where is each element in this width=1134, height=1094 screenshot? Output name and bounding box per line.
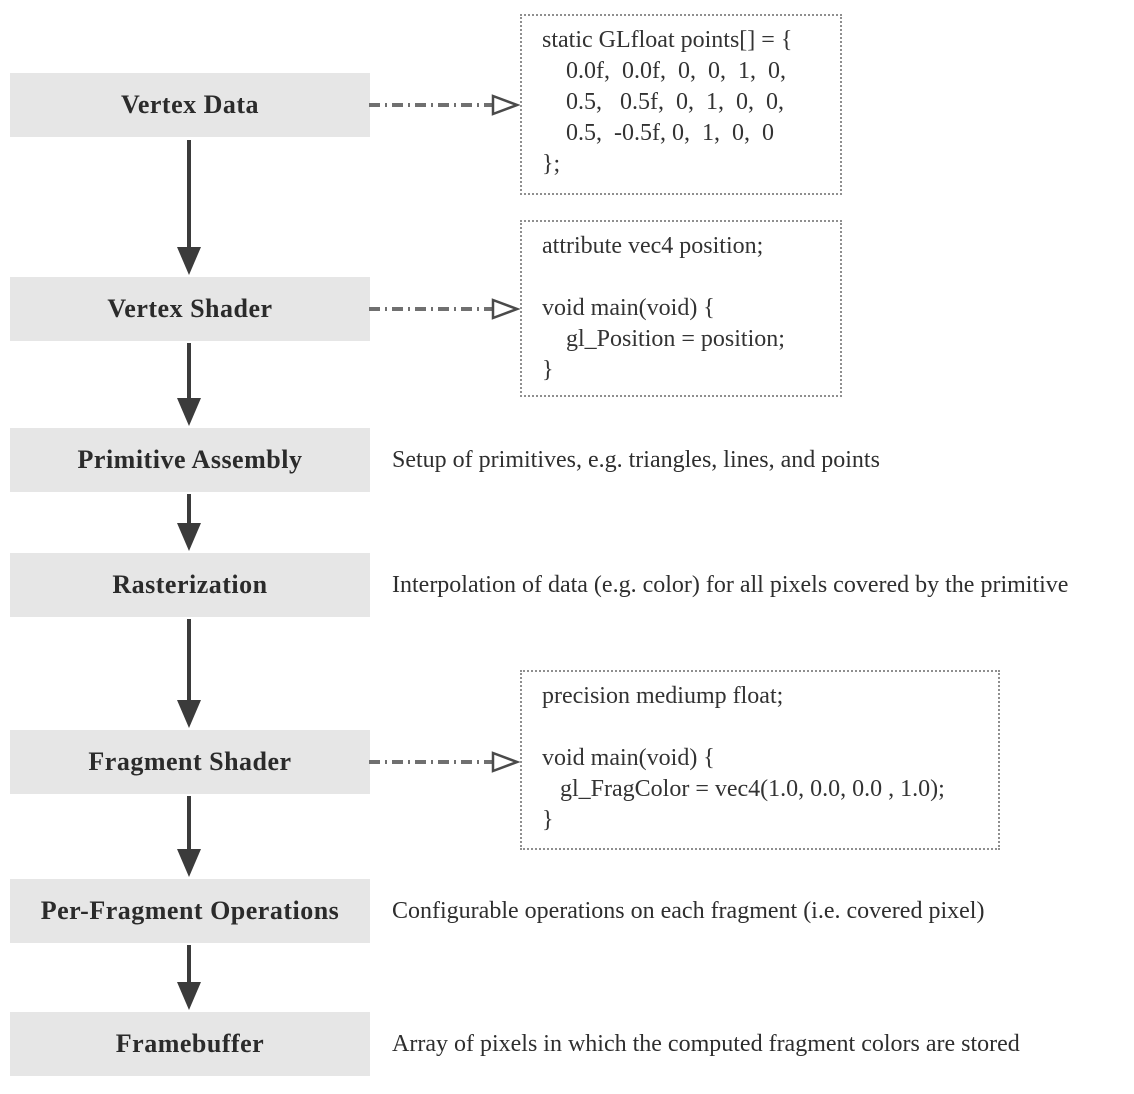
dash-dot-arrow-icon [369, 296, 520, 322]
code-line: gl_FragColor = vec4(1.0, 0.0, 0.0 , 1.0)… [542, 776, 945, 802]
stage-box-per-fragment-operations: Per-Fragment Operations [10, 879, 370, 943]
code-box-vertex-shader: attribute vec4 position; void main(void)… [520, 220, 842, 397]
stage-box-framebuffer: Framebuffer [10, 1012, 370, 1076]
stage-box-primitive-assembly: Primitive Assembly [10, 428, 370, 492]
code-line [542, 712, 990, 743]
code-line: } [542, 807, 554, 833]
description-primitive-assembly: Setup of primitives, e.g. triangles, lin… [392, 446, 880, 473]
dash-dot-arrow-icon [369, 749, 520, 775]
down-arrow-icon [177, 619, 201, 728]
description-rasterization: Interpolation of data (e.g. color) for a… [392, 571, 1069, 598]
stage-box-rasterization: Rasterization [10, 553, 370, 617]
code-line: 0.5, 0.5f, 0, 1, 0, 0, [542, 89, 784, 115]
down-arrow-icon [177, 494, 201, 551]
dash-dot-arrow-icon [369, 92, 520, 118]
code-line: }; [542, 151, 561, 177]
code-line: static GLfloat points[] = { [542, 27, 793, 53]
stage-box-vertex-data: Vertex Data [10, 73, 370, 137]
code-line: attribute vec4 position; [542, 233, 764, 259]
stage-box-fragment-shader: Fragment Shader [10, 730, 370, 794]
stage-label-primitive-assembly: Primitive Assembly [77, 445, 303, 474]
code-line: precision mediump float; [542, 683, 784, 709]
stage-label-per-fragment-operations: Per-Fragment Operations [40, 896, 340, 925]
stage-label-rasterization: Rasterization [112, 570, 268, 599]
code-line: } [542, 357, 554, 383]
code-line: void main(void) { [542, 295, 715, 321]
down-arrow-icon [177, 343, 201, 426]
down-arrow-icon [177, 796, 201, 877]
stage-label-vertex-shader: Vertex Shader [107, 294, 273, 323]
code-line: gl_Position = position; [542, 326, 785, 352]
code-box-vertex-data: static GLfloat points[] = { 0.0f, 0.0f, … [520, 14, 842, 195]
code-line: 0.0f, 0.0f, 0, 0, 1, 0, [542, 58, 786, 84]
description-per-fragment-operations: Configurable operations on each fragment… [392, 897, 985, 924]
code-box-fragment-shader: precision mediump float; void main(void)… [520, 670, 1000, 850]
description-framebuffer: Array of pixels in which the computed fr… [392, 1030, 1020, 1057]
stage-label-framebuffer: Framebuffer [115, 1029, 265, 1058]
code-line: void main(void) { [542, 745, 715, 771]
stage-label-fragment-shader: Fragment Shader [88, 747, 292, 776]
down-arrow-icon [177, 945, 201, 1010]
code-line [542, 262, 832, 293]
down-arrow-icon [177, 140, 201, 275]
stage-label-vertex-data: Vertex Data [120, 90, 260, 119]
stage-box-vertex-shader: Vertex Shader [10, 277, 370, 341]
code-line: 0.5, -0.5f, 0, 1, 0, 0 [542, 120, 774, 146]
